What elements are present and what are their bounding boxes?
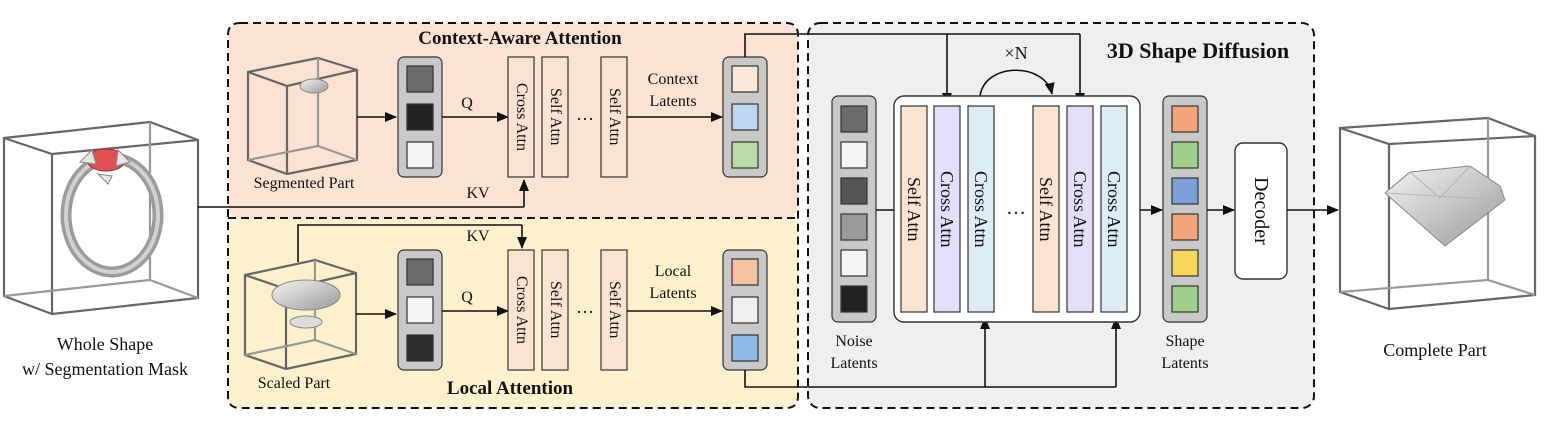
context-branch-title: Context-Aware Attention [418, 28, 622, 49]
decoder-label: Decoder [1250, 177, 1272, 245]
diff-block-5 [1066, 105, 1094, 313]
local-self-attn-text-1: Self Attn [547, 281, 564, 339]
shape-latents-label-line1: Shape [1165, 333, 1205, 350]
local-ellipsis: … [576, 297, 594, 317]
input-caption-line1: Whole Shape [56, 334, 154, 354]
local-latents-label-line2: Latents [649, 285, 697, 302]
output-caption: Complete Part [1383, 340, 1487, 360]
segmented-part-gem [299, 78, 329, 94]
scaled-part-gem [271, 279, 341, 311]
decoder-block [1234, 142, 1288, 280]
diff-block-text-2: Cross Attn [937, 170, 957, 248]
context-ellipsis: … [576, 104, 594, 124]
local-token-3 [406, 334, 434, 362]
local-self-attn-text-2: Self Attn [606, 281, 623, 339]
diff-block-2 [933, 105, 961, 313]
diff-block-1 [900, 105, 928, 313]
noise-latent-2 [840, 141, 868, 169]
local-latents-label-line1: Local [654, 263, 692, 280]
diffusion-ellipsis: … [1006, 197, 1026, 219]
context-token-2 [406, 103, 434, 131]
shape-latent-1 [1171, 105, 1199, 133]
context-self-attn-text-2: Self Attn [606, 88, 623, 146]
context-latent-2 [731, 103, 759, 131]
diff-block-text-4: Self Attn [1036, 176, 1056, 242]
repeat-loop-arrow [979, 69, 1055, 97]
noise-latent-1 [840, 105, 868, 133]
local-token-2 [406, 296, 434, 324]
local-latent-1 [731, 258, 759, 286]
diff-block-text-5: Cross Attn [1070, 170, 1090, 248]
local-token-1 [406, 258, 434, 286]
context-latent-3 [731, 141, 759, 169]
diff-block-text-3: Cross Attn [971, 170, 991, 248]
complete-gem [1384, 165, 1506, 247]
segmented-part-figure [246, 56, 359, 176]
diff-block-6 [1100, 105, 1128, 313]
diffusion-title: 3D Shape Diffusion [1106, 38, 1290, 63]
context-q-label: Q [461, 95, 473, 112]
diff-block-3 [967, 105, 995, 313]
shape-latent-5 [1171, 249, 1199, 277]
repeat-label: ×N [1004, 43, 1028, 63]
context-latents-route [744, 33, 1080, 57]
context-cross-attn-block [507, 56, 535, 178]
local-q-label: Q [461, 289, 473, 306]
noise-latent-4 [840, 213, 868, 241]
context-latents-label-line2: Latents [649, 93, 697, 110]
local-latent-2 [731, 296, 759, 324]
noise-latents-label-line2: Latents [830, 355, 878, 372]
shape-latent-6 [1171, 285, 1199, 313]
context-self-attn-text-1: Self Attn [547, 88, 564, 146]
local-self-attn-block-1 [541, 249, 569, 371]
segmented-part-label: Segmented Part [253, 175, 355, 192]
noise-latents-label-line1: Noise [835, 333, 873, 350]
noise-latent-3 [840, 177, 868, 205]
shape-latents-label-line2: Latents [1161, 355, 1209, 372]
context-self-attn-block-1 [541, 56, 569, 178]
context-latents-label-line1: Context [647, 71, 699, 88]
ring-shape [60, 148, 164, 278]
local-kv-label: KV [466, 228, 490, 245]
branches-dashed-border [227, 22, 799, 409]
diff-block-4 [1032, 105, 1060, 313]
shape-latent-2 [1171, 141, 1199, 169]
context-token-1 [406, 65, 434, 93]
noise-latent-5 [840, 249, 868, 277]
context-latent-1 [731, 65, 759, 93]
scaled-part-label: Scaled Part [257, 375, 331, 392]
local-branch-title: Local Attention [446, 378, 574, 399]
complete-part-figure [1338, 116, 1537, 311]
local-latents-route [744, 370, 1116, 388]
diff-block-text-1: Self Attn [904, 176, 924, 242]
context-kv-label: KV [466, 185, 490, 202]
shape-latent-3 [1171, 177, 1199, 205]
local-latent-3 [731, 334, 759, 362]
local-cross-attn-block [507, 249, 535, 371]
context-token-3 [406, 141, 434, 169]
local-cross-attn-text: Cross Attn [513, 275, 530, 344]
diff-block-text-6: Cross Attn [1104, 170, 1124, 248]
local-self-attn-block-2 [600, 249, 628, 371]
shape-latent-4 [1171, 213, 1199, 241]
noise-latent-6 [840, 285, 868, 313]
context-cross-attn-text: Cross Attn [513, 82, 530, 151]
input-caption-line2: w/ Segmentation Mask [22, 359, 188, 379]
